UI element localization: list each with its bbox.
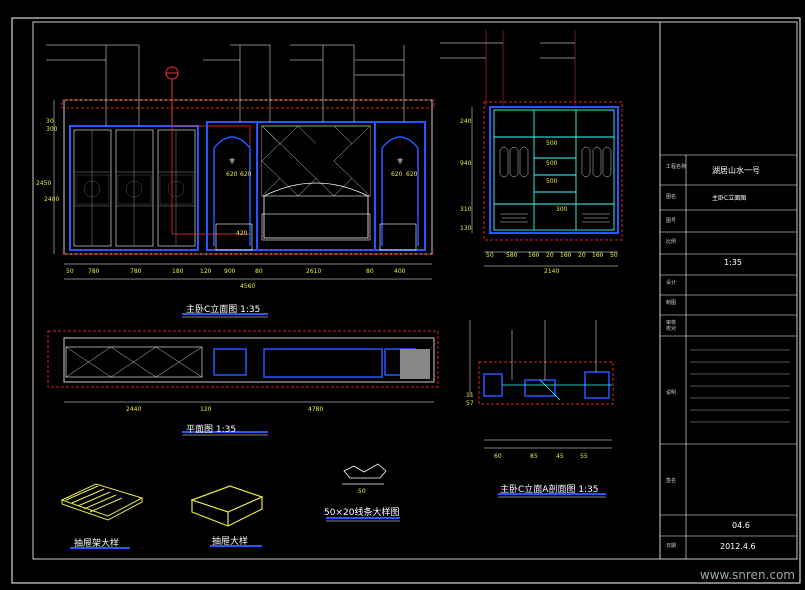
tb-sheet-no: 04.6 [732, 521, 750, 530]
tb-label-designer: 设计 [666, 280, 677, 286]
dim-label: 60 [494, 453, 502, 460]
dim-label: 310 [460, 206, 472, 213]
tb-label-drafter: 制图 [666, 300, 677, 306]
dim-label: 160 [560, 252, 572, 259]
dim-label: 130 [460, 225, 472, 232]
drawer-detail [190, 485, 264, 527]
dim-label: 120 [200, 406, 212, 413]
dim-label: 500 [546, 178, 558, 185]
tb-label-date: 日期 [666, 543, 677, 549]
dim-label: 500 [546, 160, 558, 167]
main-elevation-title: 主卧C立面图 1:35 [186, 305, 261, 315]
dim-label: 20 [546, 252, 554, 259]
dim-label: 780 [130, 268, 142, 275]
plan-title: 平面图 1:35 [186, 425, 237, 435]
dim-label: 500 [546, 140, 558, 147]
dim-label: 900 [224, 268, 236, 275]
floor-plan [47, 330, 439, 403]
wardrobe-section [469, 320, 614, 449]
dim-label: 620 [391, 171, 403, 178]
dim-total: 4560 [240, 283, 256, 290]
tb-label-project: 工程名称 [666, 164, 687, 170]
svg-text:⚜: ⚜ [228, 157, 236, 167]
dim-label: 160 [592, 252, 604, 259]
dim-label: 780 [88, 268, 100, 275]
dim-label: 50 [358, 488, 366, 495]
dim-label: 2450 [36, 180, 52, 187]
dim-label: 180 [172, 268, 184, 275]
dim-label: 620 [240, 171, 252, 178]
tb-label-scale: 比例 [666, 239, 677, 245]
dim-label: 300 [46, 126, 58, 133]
dim-label: 50 [610, 252, 618, 259]
dim-label: 4780 [308, 406, 324, 413]
dim-label: 2440 [126, 406, 142, 413]
dim-label: 2610 [306, 268, 322, 275]
drawer-frame-detail [60, 483, 144, 521]
dim-label: 940 [460, 160, 472, 167]
title-block-lines [660, 154, 797, 559]
tb-label-checker: 校对 [666, 326, 677, 332]
dim-label: 300 [556, 206, 568, 213]
dim-label: 400 [394, 268, 406, 275]
svg-text:⚜: ⚜ [396, 157, 404, 167]
tb-label-drawing: 图名 [666, 194, 677, 200]
dim-label: 11 [466, 392, 474, 399]
tb-label-sign: 签名 [666, 478, 677, 484]
drawer-detail-title: 抽屉大样 [212, 537, 249, 547]
dim-label: 80 [255, 268, 263, 275]
tb-scale: 1:35 [724, 258, 742, 267]
dim-label: 580 [506, 252, 518, 259]
dim-label: 160 [528, 252, 540, 259]
watermark: www.snren.com [699, 568, 795, 582]
dim-label: 85 [530, 453, 538, 460]
dim-label: 55 [580, 453, 588, 460]
tb-drawing-name: 主卧C立面图 [712, 195, 747, 202]
tb-label-reviewer: 审核 [666, 320, 677, 326]
tb-label-notes: 说明 [666, 390, 677, 396]
molding-detail-title: 50×20线条大样图 [324, 508, 400, 518]
drawer-frame-detail-title: 抽屉架大样 [74, 539, 120, 549]
dim-label: 620 [406, 171, 418, 178]
tb-project: 湖居山水一号 [712, 166, 760, 175]
wardrobe-section-title: 主卧C立面A剖面图 1:35 [500, 485, 599, 495]
wardrobe-elevation [440, 30, 623, 267]
tb-date: 2012.4.6 [720, 542, 756, 551]
tb-label-sheet: 图号 [666, 218, 677, 224]
molding-detail [342, 463, 387, 485]
dim-label: 50 [486, 252, 494, 259]
dim-label: 20 [578, 252, 586, 259]
main-elevation: ⚜ ⚜ [46, 44, 435, 280]
dim-label: 30 [46, 118, 54, 125]
dim-label: 120 [200, 268, 212, 275]
dim-label: 80 [366, 268, 374, 275]
dim-label: 420 [236, 230, 248, 237]
dim-total: 2140 [544, 268, 560, 275]
dim-label: 57 [466, 400, 474, 407]
dim-label: 45 [556, 453, 564, 460]
dim-label: 50 [66, 268, 74, 275]
dim-label: 620 [226, 171, 238, 178]
dim-label: 2400 [44, 196, 60, 203]
dim-label: 240 [460, 118, 472, 125]
